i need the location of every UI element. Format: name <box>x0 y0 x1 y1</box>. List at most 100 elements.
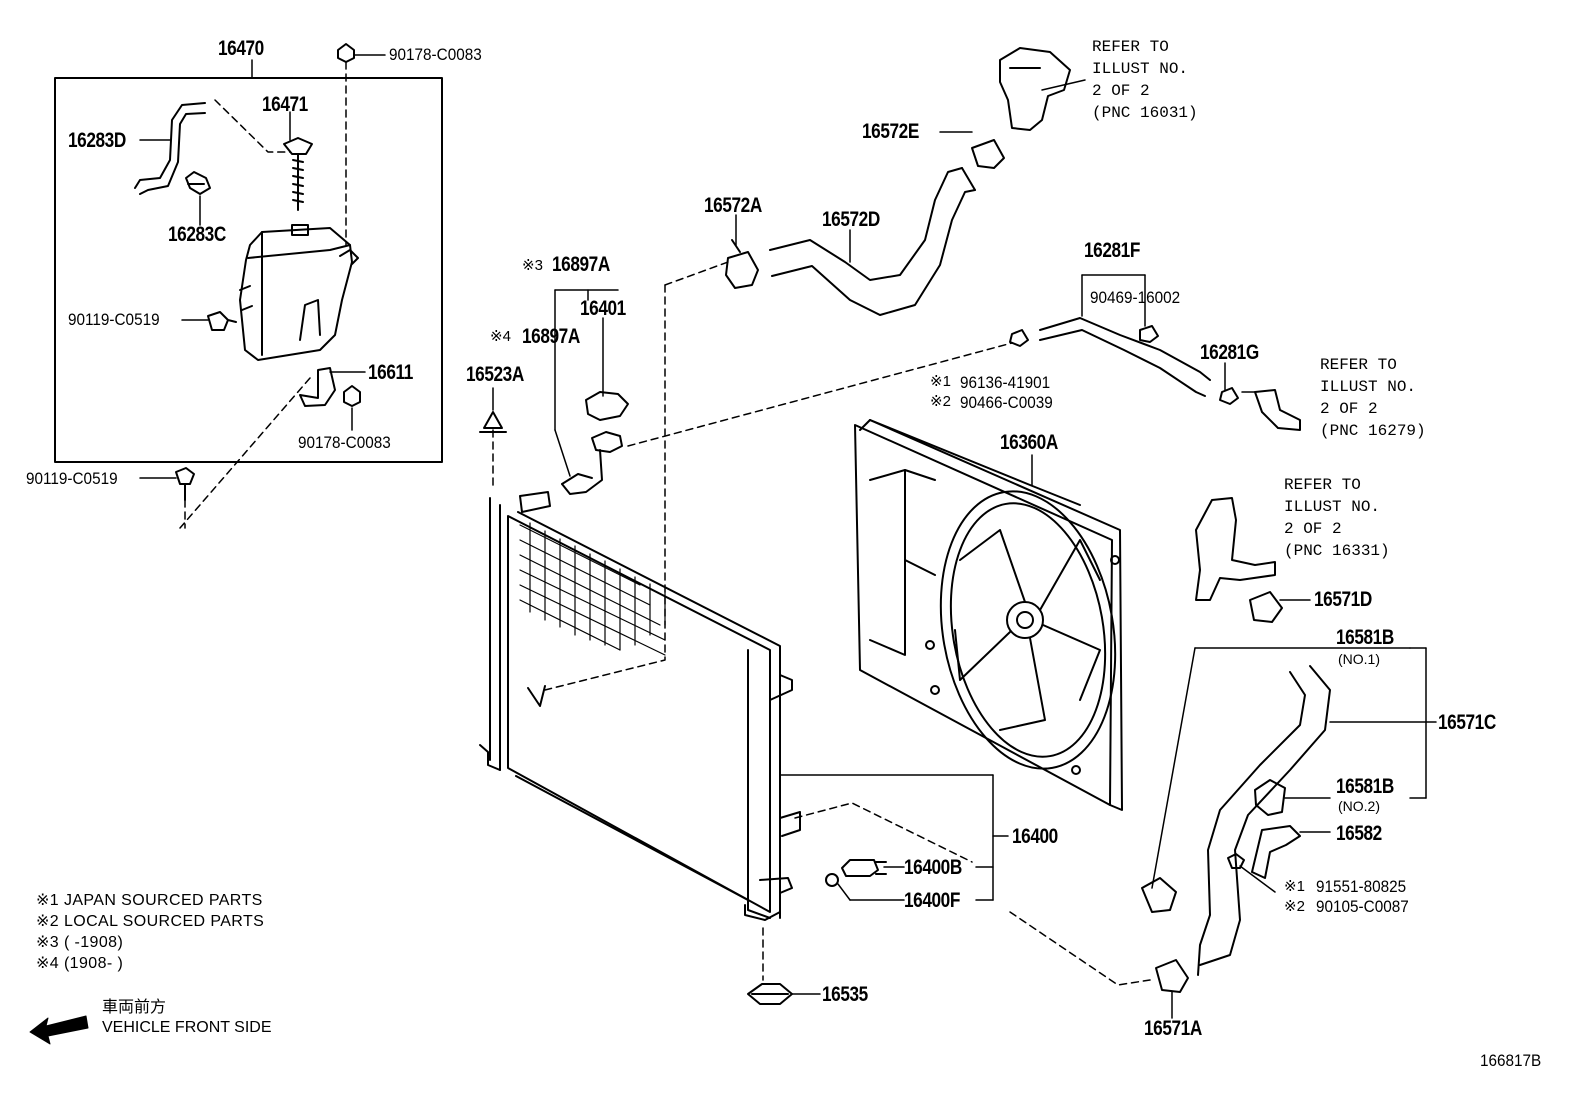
refer-note-16031: REFER TO ILLUST NO. 2 OF 2 (PNC 16031) <box>1092 36 1198 124</box>
vehicle-front-en: VEHICLE FRONT SIDE <box>102 1019 272 1036</box>
refer-line: ILLUST NO. <box>1284 498 1381 516</box>
part-label-16581b-no2: 16581B <box>1336 775 1394 798</box>
note-after-1908: ※4 (1908- ) <box>36 955 124 972</box>
leader-lines <box>492 79 1437 1019</box>
part-label-16401: 16401 <box>580 297 626 320</box>
arrow-left-icon <box>29 1015 89 1045</box>
nut-90178-top <box>337 43 355 63</box>
part-label-96136: 96136-41901 <box>960 373 1051 392</box>
clamp-96136 <box>1009 329 1029 347</box>
part-label-16571d: 16571D <box>1314 588 1372 611</box>
note-japan-sourced: ※1 JAPAN SOURCED PARTS <box>36 892 263 909</box>
part-label-90119-a: 90119-C0519 <box>68 310 160 329</box>
water-inlet <box>1195 497 1276 601</box>
part-label-90105: 90105-C0087 <box>1316 897 1409 916</box>
part-label-16611: 16611 <box>368 361 413 384</box>
radiator <box>479 491 801 921</box>
reservoir-group-box <box>54 77 443 463</box>
refer-line: (PNC 16279) <box>1320 422 1426 440</box>
diagram-id: 166817B <box>1480 1051 1542 1070</box>
part-label-16283c: 16283C <box>168 223 226 246</box>
clamp-16581b-no1 <box>1141 877 1177 913</box>
mark-2-a: ※2 <box>930 393 951 410</box>
part-label-16281f: 16281F <box>1084 239 1140 262</box>
mark-4-a: ※4 <box>490 328 511 345</box>
part-label-16571a: 16571A <box>1144 1017 1202 1040</box>
mark-1-a: ※1 <box>930 373 951 390</box>
refer-line: ILLUST NO. <box>1092 60 1189 78</box>
cushion-16535 <box>747 983 793 1005</box>
refer-line: (PNC 16331) <box>1284 542 1390 560</box>
refer-line: 2 OF 2 <box>1320 400 1378 418</box>
radiator-cap <box>561 391 629 495</box>
part-label-16572a: 16572A <box>704 194 762 217</box>
part-label-91551: 91551-80825 <box>1316 877 1407 896</box>
refer-line: 2 OF 2 <box>1092 82 1150 100</box>
part-label-90178-bot: 90178-C0083 <box>298 433 391 452</box>
hose-16281f <box>1039 317 1211 397</box>
part-label-16572e: 16572E <box>862 120 919 143</box>
water-outlet <box>999 47 1071 131</box>
part-label-16283d: 16283D <box>68 129 126 152</box>
part-label-16281g: 16281G <box>1200 341 1259 364</box>
dashed-guides <box>179 61 1151 986</box>
fan-shroud <box>854 419 1123 811</box>
clamp-16281g <box>1219 387 1239 405</box>
clamp-16572e <box>971 139 1005 169</box>
part-label-16572d: 16572D <box>822 208 880 231</box>
vehicle-front-jp: 車両前方 <box>102 999 167 1016</box>
clamp-90469 <box>1139 325 1159 343</box>
notes-block: ※1 JAPAN SOURCED PARTS ※2 LOCAL SOURCED … <box>36 890 264 974</box>
bracket-16611 <box>299 367 336 407</box>
part-label-16582: 16582 <box>1336 822 1382 845</box>
reservoir-tank <box>239 224 359 361</box>
part-label-16897a-3: 16897A <box>552 253 610 276</box>
pipe-16279 <box>1254 389 1301 431</box>
part-label-16523a: 16523A <box>466 363 524 386</box>
refer-note-16279: REFER TO ILLUST NO. 2 OF 2 (PNC 16279) <box>1320 354 1426 442</box>
reservoir-leaders <box>139 54 386 479</box>
part-note-no1: (NO.1) <box>1338 651 1380 667</box>
note-before-1908: ※3 ( -1908) <box>36 934 124 951</box>
part-label-90178-top: 90178-C0083 <box>389 45 482 64</box>
clamp-16571d <box>1249 591 1283 623</box>
clamp-16572a <box>725 239 759 289</box>
lower-hose-16571c <box>1197 665 1331 976</box>
part-label-90119-b: 90119-C0519 <box>26 469 118 488</box>
nut-90178-bot <box>343 385 361 407</box>
bolt-91551 <box>1227 853 1245 869</box>
part-label-16535: 16535 <box>822 983 868 1006</box>
refer-note-16331: REFER TO ILLUST NO. 2 OF 2 (PNC 16331) <box>1284 474 1390 562</box>
part-label-16470: 16470 <box>218 37 264 60</box>
clamp-16581b-no2 <box>1254 779 1286 816</box>
note-local-sourced: ※2 LOCAL SOURCED PARTS <box>36 913 265 930</box>
bolt-90119-a <box>207 311 237 331</box>
o-ring-16400f <box>825 873 839 887</box>
part-label-16400: 16400 <box>1012 825 1058 848</box>
mark-3-a: ※3 <box>522 257 543 274</box>
clamp-16283c <box>185 171 211 195</box>
refer-line: REFER TO <box>1320 356 1397 374</box>
mark-2-b: ※2 <box>1284 898 1305 915</box>
part-label-16360a: 16360A <box>1000 431 1058 454</box>
refer-line: (PNC 16031) <box>1092 104 1198 122</box>
bolt-16471 <box>283 137 313 211</box>
refer-line: REFER TO <box>1092 38 1169 56</box>
mark-1-b: ※1 <box>1284 878 1305 895</box>
part-label-16581b-no1: 16581B <box>1336 626 1394 649</box>
refer-line: REFER TO <box>1284 476 1361 494</box>
overflow-hose <box>134 102 206 195</box>
part-label-16897a-4: 16897A <box>522 325 580 348</box>
part-label-16471: 16471 <box>262 93 308 116</box>
part-label-16400b: 16400B <box>904 856 962 879</box>
part-label-90469: 90469-16002 <box>1090 288 1181 307</box>
drain-plug-16400b <box>841 859 887 877</box>
upper-hose-16572d <box>769 167 976 316</box>
part-label-90466: 90466-C0039 <box>960 393 1053 412</box>
bolt-90119-b <box>175 467 195 501</box>
refer-line: ILLUST NO. <box>1320 378 1417 396</box>
part-label-16400f: 16400F <box>904 889 960 912</box>
part-note-no2: (NO.2) <box>1338 798 1380 814</box>
